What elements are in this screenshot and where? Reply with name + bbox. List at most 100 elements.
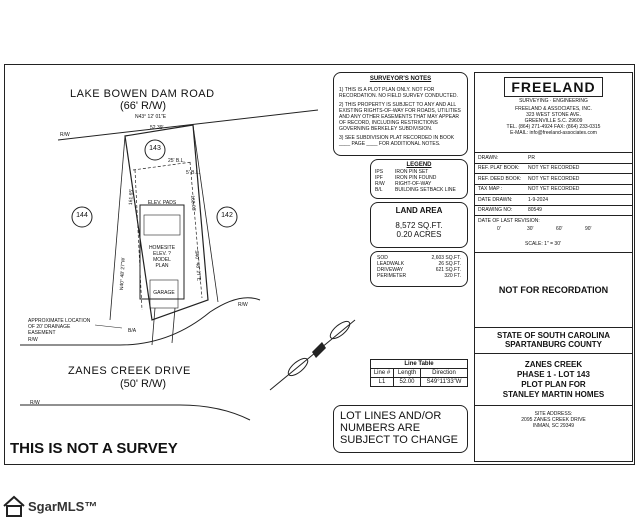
company-logo: FREELAND (504, 77, 603, 97)
surveyor-note: 3) SEE SUBDIVISION PLAT RECORDED IN BOOK… (339, 135, 455, 147)
info-row: DRAWN:PR (475, 153, 632, 164)
lot-142-circle (216, 206, 238, 228)
land-area-acres: 0.20 ACRES (396, 230, 442, 239)
surveyor-notes-title: SURVEYOR'S NOTES (369, 76, 432, 82)
company-tagline: SURVEYING · ENGINEERING (519, 98, 588, 104)
line-table-cell: S49°11'33"W (420, 377, 468, 387)
bottom-rw-line (20, 297, 261, 346)
bearing-top: N43° 12' 01"E (135, 114, 167, 120)
easement-leader (94, 324, 123, 329)
house-logo-icon (3, 495, 25, 517)
driveway-left (151, 307, 156, 346)
info-row: DATE OF LAST REVISION: (478, 217, 540, 224)
state-line-1: STATE OF SOUTH CAROLINA (496, 330, 611, 340)
bearing-right-length: 168.03' (189, 195, 197, 212)
bearing-top-length: 52.39' (150, 125, 164, 131)
setback-right (189, 161, 203, 299)
garage-label: GARAGE (153, 290, 175, 296)
rw-label-top: R/W (60, 132, 70, 138)
patio-outline (143, 214, 181, 236)
project-line-2: PHASE 1 - LOT 143 (517, 369, 590, 379)
lot-number-right: 142 (221, 212, 233, 219)
driveway-right (171, 307, 176, 344)
info-table: DRAWN:PR REF. PLAT BOOK:NOT YET RECORDED… (475, 153, 632, 226)
setback-top-label: 25' B.L. (168, 158, 185, 164)
right-lot-line (192, 124, 219, 303)
line-table-header: Line # (370, 368, 394, 378)
legend-title: LEGEND (406, 162, 432, 168)
rw-label-road: R/W (30, 400, 40, 406)
state-block: STATE OF SOUTH CAROLINA SPARTANBURG COUN… (475, 328, 632, 354)
top-road-name: LAKE BOWEN DAM ROAD (70, 88, 215, 100)
scale-tick: 90' (585, 225, 592, 232)
project-line-4: STANLEY MARTIN HOMES (502, 389, 605, 399)
watermark-text: SgarMLS™ (28, 498, 98, 514)
bottom-road-rw: (50' R/W) (120, 378, 167, 390)
scale-label: SCALE: 1" = 30' (525, 240, 561, 247)
line-table: Line Table Line # Length Direction L1 52… (370, 359, 468, 387)
setback-side-label: 5' B.L. (186, 170, 201, 176)
lot-143-circle (144, 139, 166, 161)
line-table-title: Line Table (370, 359, 468, 369)
left-lot-line (109, 135, 126, 321)
scale-area: 0' 30' 60' 90' SCALE: 1" = 30' (475, 226, 632, 252)
top-road-rw: (66' R/W) (120, 100, 167, 112)
house-label: HOMESITE ELEV. ? MODEL PLAN (148, 245, 176, 269)
scale-tick: 0' (497, 225, 501, 232)
info-row: DATE DRAWN:1-9-2024 (475, 195, 632, 206)
title-block: FREELAND SURVEYING · ENGINEERING FREELAN… (474, 72, 633, 462)
state-line-2: SPARTANBURG COUNTY (504, 339, 603, 349)
site-label: SITE ADDRESS: (534, 410, 573, 417)
ba-label: B/A (128, 328, 137, 334)
info-row: DRAWING NO:80549 (475, 206, 632, 216)
easement-label: APPROXIMATE LOCATION OF 20' DRAINAGE EAS… (28, 318, 91, 336)
project-line-3: PLOT PLAN FOR (521, 379, 586, 389)
not-for-recordation: NOT FOR RECORDATION (475, 251, 632, 328)
site-block: SITE ADDRESS: 2095 ZANES CREEK DRIVE INM… (475, 406, 632, 429)
project-line-1: ZANES CREEK (524, 359, 583, 369)
drawing-frame (4, 64, 635, 465)
lot-lines-notice: LOT LINES AND/OR NUMBERS ARE SUBJECT TO … (333, 405, 468, 453)
line-table-cell: 52.00 (393, 377, 421, 387)
watermark: SgarMLS™ (2, 494, 97, 518)
bottom-road-name: ZANES CREEK DRIVE (68, 365, 191, 377)
scale-tick: 60' (556, 225, 563, 232)
land-area-sqft: 8,572 SQ.FT. (395, 221, 443, 230)
info-row: REF. PLAT BOOK:NOT YET RECORDED (475, 164, 632, 174)
site-address-1: 2095 ZANES CREEK DRIVE (521, 416, 586, 423)
line-table-header: Length (393, 368, 421, 378)
garage-outline (149, 279, 179, 309)
land-area-title: LAND AREA (395, 206, 443, 215)
line-table-header: Direction (420, 368, 468, 378)
company-block: FREELAND SURVEYING · ENGINEERING FREELAN… (475, 73, 632, 153)
surveyor-notes-box: SURVEYOR'S NOTES 1) THIS IS A PLOT PLAN … (333, 72, 468, 156)
land-area-box: LAND AREA 8,572 SQ.FT. 0.20 ACRES (370, 202, 468, 248)
rw-label-right: R/W (238, 302, 248, 308)
site-address-2: INMAN, SC 29349 (532, 422, 575, 429)
lot-number-left: 144 (76, 212, 88, 219)
house-footprint (139, 204, 185, 300)
surveyor-note: 2) THIS PROPERTY IS SUBJECT TO ANY AND A… (339, 102, 461, 132)
company-full-name: FREELAND & ASSOCIATES, INC. (515, 106, 592, 112)
top-rw-line (57, 109, 319, 141)
company-email: E-MAIL: info@freeland-associates.com (510, 130, 597, 136)
lot-144-circle (71, 206, 93, 228)
company-phone: TEL. (864) 271-4924 FAX: (864) 233-0315 (506, 124, 601, 130)
line-table-cell: L1 (370, 377, 394, 387)
bearing-left-length: 161.65' (128, 188, 135, 206)
setback-left (134, 169, 143, 311)
not-a-survey: THIS IS NOT A SURVEY (10, 440, 178, 457)
project-block: ZANES CREEK PHASE 1 - LOT 143 PLOT PLAN … (475, 354, 632, 406)
surveyor-note: 1) THIS IS A PLOT PLAN ONLY. NOT FOR REC… (339, 87, 458, 99)
info-row: REF. DEED BOOK:NOT YET RECORDED (475, 174, 632, 185)
